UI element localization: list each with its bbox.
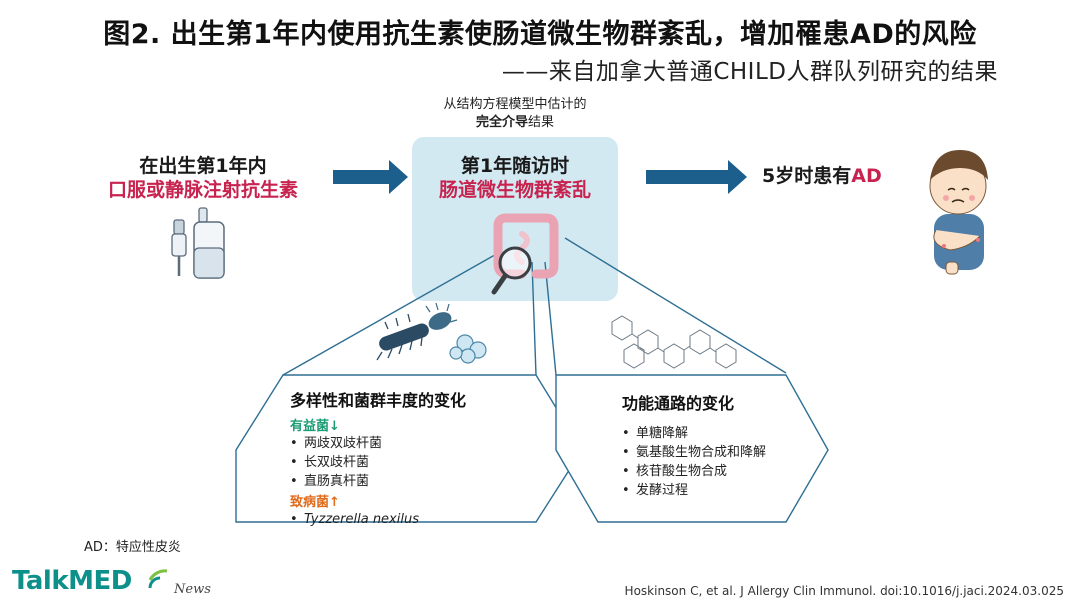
model-note: 从结构方程模型中估计的 完全介导结果	[412, 96, 618, 132]
mediator-line1: 第1年随访时	[460, 155, 570, 177]
broadcast-icon	[148, 569, 168, 589]
list-item: 长双歧杆菌	[290, 453, 530, 472]
zoom-lines	[282, 237, 787, 376]
outcome-highlight: AD	[851, 165, 882, 187]
logo-tag: News	[174, 582, 211, 597]
exposure-node: 在出生第1年内 口服或静脉注射抗生素	[90, 154, 316, 202]
medicine-vial-icon	[171, 207, 225, 279]
logo-brand: TalkMED	[12, 566, 132, 596]
footnote: AD：特应性皮炎	[84, 540, 181, 555]
oligosaccharide-structure-icon	[611, 315, 737, 369]
list-item: 直肠真杆菌	[290, 472, 530, 491]
child-scratching-icon	[929, 150, 988, 275]
diversity-heading: 多样性和菌群丰度的变化	[290, 391, 467, 410]
pathogen-label: 致病菌↑	[290, 495, 340, 510]
function-heading: 功能通路的变化	[622, 394, 735, 413]
list-item: 单糖降解	[622, 424, 812, 443]
gut-magnifier-icon	[491, 213, 559, 295]
model-note-bold: 完全介导	[475, 115, 528, 130]
model-note-line1: 从结构方程模型中估计的	[443, 97, 587, 112]
outcome-prefix: 5岁时患有	[762, 165, 852, 187]
arrow-exposure-to-mediator	[333, 160, 408, 194]
list-item: 发酵过程	[622, 481, 812, 500]
arrow-mediator-to-outcome	[646, 160, 747, 194]
exposure-line1: 在出生第1年内	[139, 155, 267, 177]
list-item: Tyzzerella nexilus	[290, 510, 530, 529]
list-item: 两歧双歧杆菌	[290, 434, 530, 453]
page-title: 图2. 出生第1年内使用抗生素使肠道微生物群紊乱，增加罹患AD的风险	[103, 19, 977, 50]
page-subtitle: ——来自加拿大普通CHILD人群队列研究的结果	[501, 59, 998, 85]
beneficial-label: 有益菌↓	[290, 419, 340, 434]
function-panel: 功能通路的变化 单糖降解 氨基酸生物合成和降解 核苷酸生物合成 发酵过程	[622, 390, 812, 500]
citation: Hoskinson C, et al. J Allergy Clin Immun…	[624, 584, 1064, 598]
list-item: 氨基酸生物合成和降解	[622, 443, 812, 462]
mediator-node: 第1年随访时 肠道微生物群紊乱	[412, 154, 618, 202]
model-note-rest: 结果	[528, 115, 555, 130]
beneficial-list: 两歧双歧杆菌 长双歧杆菌 直肠真杆菌	[290, 434, 530, 491]
logo: TalkMED	[12, 566, 132, 596]
model-note-line2: 完全介导结果	[412, 114, 618, 132]
exposure-line2: 口服或静脉注射抗生素	[107, 179, 298, 201]
list-item: 核苷酸生物合成	[622, 462, 812, 481]
diversity-panel: 多样性和菌群丰度的变化 有益菌↓ 两歧双歧杆菌 长双歧杆菌 直肠真杆菌 致病菌↑…	[290, 387, 530, 529]
mediator-line2: 肠道微生物群紊乱	[438, 179, 591, 201]
bacteria-icon	[376, 302, 487, 364]
pathogen-list: Tyzzerella nexilus	[290, 510, 530, 529]
function-list: 单糖降解 氨基酸生物合成和降解 核苷酸生物合成 发酵过程	[622, 424, 812, 500]
outcome-node: 5岁时患有AD	[762, 164, 922, 188]
